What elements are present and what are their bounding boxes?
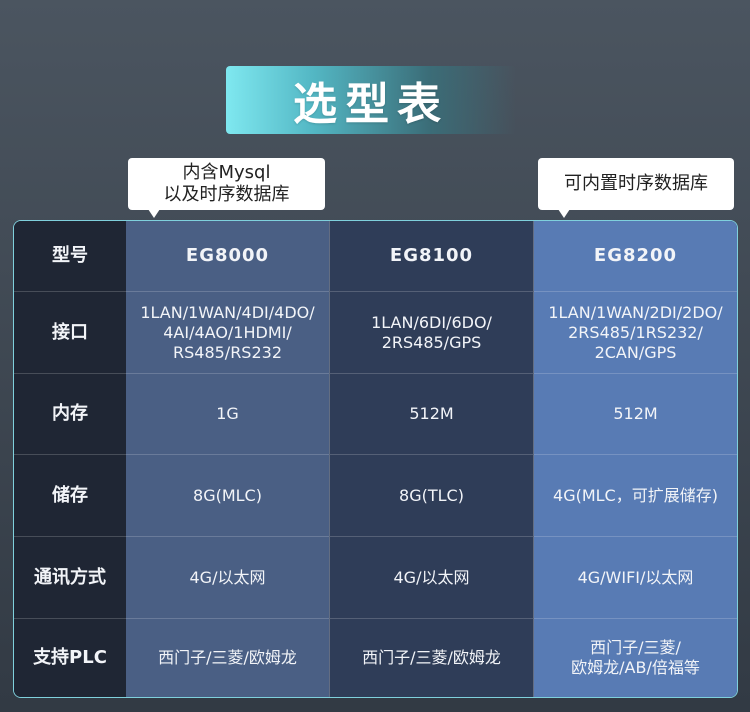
storage-eg8000: 8G(MLC) xyxy=(126,455,329,537)
memory-eg8000: 1G xyxy=(126,374,329,455)
callout-eg8000-line1: 内含Mysql xyxy=(182,162,271,183)
communication-eg8000: 4G/以太网 xyxy=(126,537,329,619)
row-label-interface: 接口 xyxy=(14,292,126,374)
callout-eg8000: 内含Mysql 以及时序数据库 xyxy=(128,158,325,218)
plc-eg8200: 西门子/三菱/ 欧姆龙/AB/倍福等 xyxy=(534,619,737,697)
interface-eg8200: 1LAN/1WAN/2DI/2DO/ 2RS485/1RS232/ 2CAN/G… xyxy=(534,292,737,374)
interface-eg8200-line2: 2RS485/1RS232/ xyxy=(568,322,703,342)
row-label-communication: 通讯方式 xyxy=(14,537,126,619)
interface-eg8000: 1LAN/1WAN/4DI/4DO/ 4AI/4AO/1HDMI/ RS485/… xyxy=(126,292,329,374)
interface-eg8000-line1: 1LAN/1WAN/4DI/4DO/ xyxy=(140,302,315,322)
selection-table: 型号 EG8000 EG8100 EG8200 接口 1LAN/1WAN/4DI… xyxy=(13,220,738,698)
row-label-storage: 储存 xyxy=(14,455,126,537)
communication-eg8100: 4G/以太网 xyxy=(329,537,534,619)
model-header-eg8100: EG8100 xyxy=(329,221,534,292)
interface-eg8100: 1LAN/6DI/6DO/ 2RS485/GPS xyxy=(329,292,534,374)
callout-eg8200: 可内置时序数据库 xyxy=(538,158,734,218)
storage-eg8200: 4G(MLC，可扩展储存) xyxy=(534,455,737,537)
row-label-plc: 支持PLC xyxy=(14,619,126,697)
memory-eg8200: 512M xyxy=(534,374,737,455)
interface-eg8200-line3: 2CAN/GPS xyxy=(594,342,677,362)
plc-eg8000: 西门子/三菱/欧姆龙 xyxy=(126,619,329,697)
plc-eg8200-line1: 西门子/三菱/ xyxy=(590,638,681,657)
model-header-eg8200: EG8200 xyxy=(534,221,737,292)
memory-eg8100: 512M xyxy=(329,374,534,455)
selection-grid: 型号 EG8000 EG8100 EG8200 接口 1LAN/1WAN/4DI… xyxy=(14,221,737,697)
interface-eg8000-line2: 4AI/4AO/1HDMI/ xyxy=(163,322,292,342)
interface-eg8200-line1: 1LAN/1WAN/2DI/2DO/ xyxy=(548,302,723,322)
callout-eg8000-line2: 以及时序数据库 xyxy=(163,184,290,205)
header-label: 型号 xyxy=(14,221,126,292)
communication-eg8200: 4G/WIFI/以太网 xyxy=(534,537,737,619)
storage-eg8100: 8G(TLC) xyxy=(329,455,534,537)
interface-eg8100-line1: 1LAN/6DI/6DO/ xyxy=(371,312,492,332)
interface-eg8100-line2: 2RS485/GPS xyxy=(381,332,482,352)
callout-eg8200-text: 可内置时序数据库 xyxy=(564,173,708,194)
plc-eg8100: 西门子/三菱/欧姆龙 xyxy=(329,619,534,697)
page-title: 选型表 xyxy=(293,79,449,130)
interface-eg8000-line3: RS485/RS232 xyxy=(172,342,282,362)
model-header-eg8000: EG8000 xyxy=(126,221,329,292)
row-label-memory: 内存 xyxy=(14,374,126,455)
title-banner xyxy=(226,66,516,134)
plc-eg8200-line2: 欧姆龙/AB/倍福等 xyxy=(571,658,700,677)
